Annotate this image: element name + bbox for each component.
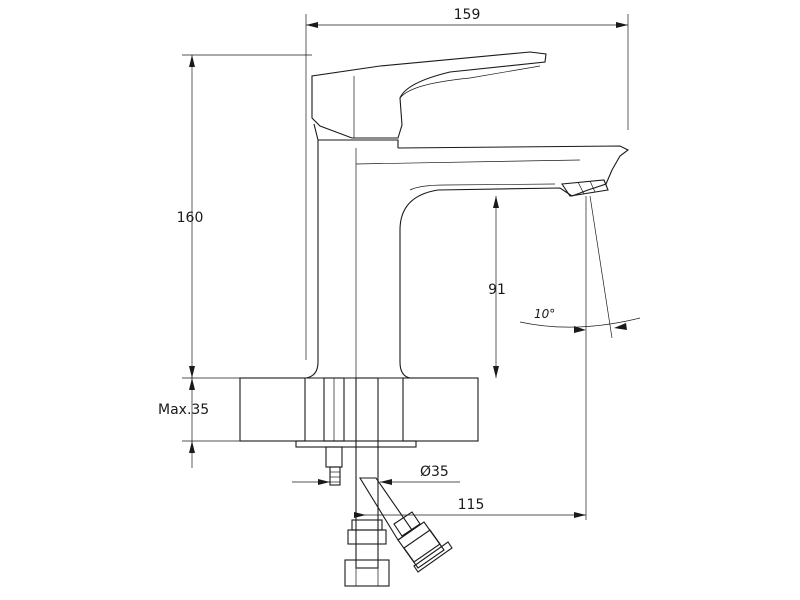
dimension-height: 160 <box>177 54 312 379</box>
dimension-spout-reach: 115 <box>354 196 587 520</box>
mounting-stud <box>323 377 345 486</box>
label-max-thickness: Max.35 <box>158 402 209 418</box>
label-spout-height: 91 <box>488 282 506 298</box>
dimension-max-thickness: Max.35 <box>158 378 240 468</box>
dimension-width: 159 <box>305 7 629 360</box>
label-hole-diameter: Ø35 <box>420 464 449 480</box>
countertop-section <box>239 377 479 442</box>
supply-hose-right <box>359 477 453 573</box>
label-spout-angle: 10° <box>534 307 555 321</box>
dimension-spout-height: 91 <box>488 196 506 378</box>
label-overall-height: 160 <box>177 210 204 226</box>
dimension-hole-diameter: Ø35 <box>292 464 460 485</box>
label-spout-reach: 115 <box>458 497 485 513</box>
label-overall-width: 159 <box>454 7 481 23</box>
dimension-spout-angle: 10° <box>519 195 641 339</box>
faucet-body <box>305 51 630 379</box>
supply-hose-left <box>344 377 390 587</box>
